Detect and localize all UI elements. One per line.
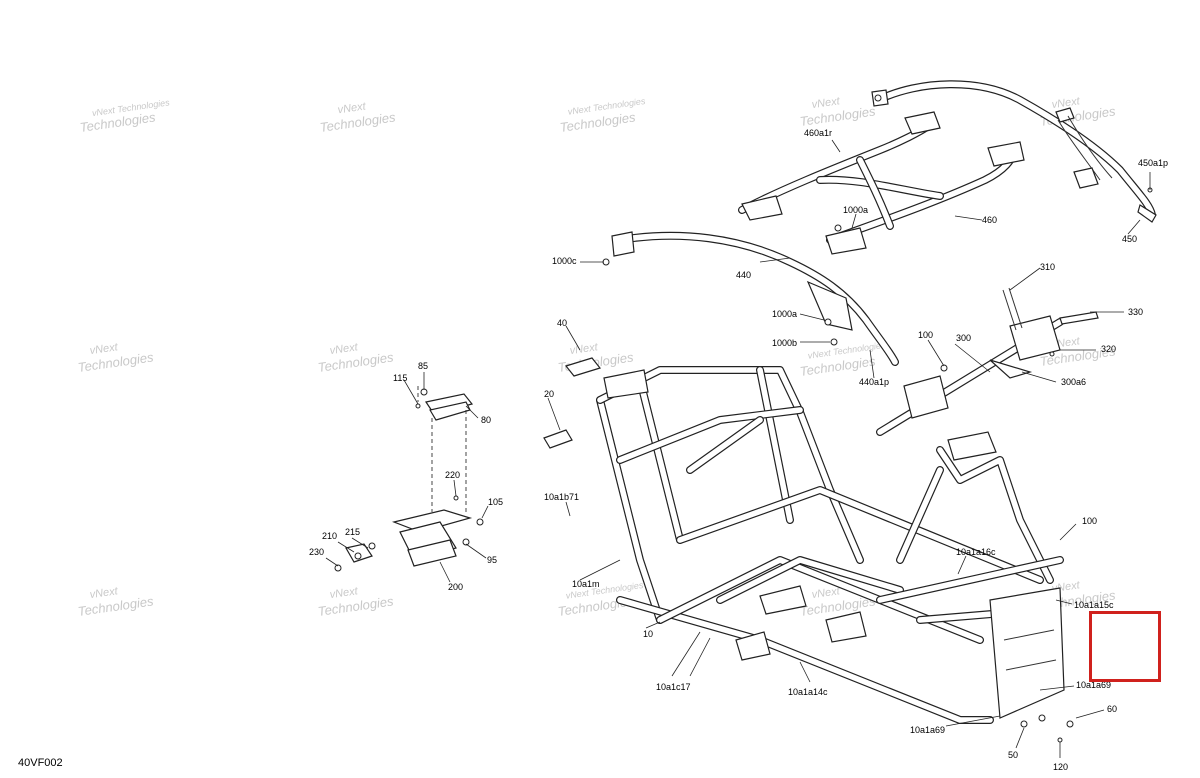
callout-10a1a16c: 10a1a16c — [956, 547, 996, 557]
callout-100-top: 100 — [918, 330, 933, 340]
roof-brace-460 — [738, 111, 1025, 255]
callout-330: 330 — [1128, 307, 1143, 317]
callout-10a1a69-bottom: 10a1a69 — [910, 725, 945, 735]
callout-450: 450 — [1122, 234, 1137, 244]
watermark-text: vNext — [329, 585, 359, 601]
callout-300: 300 — [956, 333, 971, 343]
watermark-text: vNext — [89, 341, 119, 357]
callout-labels: 450a1p 460a1r 1000a 460 450 1000c 440 31… — [309, 128, 1168, 772]
watermark-text: vNext — [811, 95, 841, 111]
watermark-text: vNext — [329, 341, 359, 357]
callout-230: 230 — [309, 547, 324, 557]
callout-1000b: 1000b — [772, 338, 797, 348]
callout-10a1b71: 10a1b71 — [544, 492, 579, 502]
callout-310: 310 — [1040, 262, 1055, 272]
callout-60: 60 — [1107, 704, 1117, 714]
watermark-text: vNext — [337, 100, 367, 116]
callout-200: 200 — [448, 582, 463, 592]
callout-440a1p: 440a1p — [859, 377, 889, 387]
watermark-text: vNext — [569, 341, 599, 357]
callout-300a6: 300a6 — [1061, 377, 1086, 387]
callout-10a1a14c: 10a1a14c — [788, 687, 828, 697]
watermark-text: vNext — [89, 585, 119, 601]
callout-10a1a15c: 10a1a15c — [1074, 600, 1114, 610]
bracket-40 — [564, 357, 602, 377]
callout-1000c: 1000c — [552, 256, 577, 266]
callout-85: 85 — [418, 361, 428, 371]
watermark-text: vNext — [811, 585, 841, 601]
callout-210: 210 — [322, 531, 337, 541]
callout-460: 460 — [982, 215, 997, 225]
callout-10a1m: 10a1m — [572, 579, 600, 589]
callout-20: 20 — [544, 389, 554, 399]
roof-bar-450 — [871, 80, 1157, 223]
callout-120: 120 — [1053, 762, 1068, 772]
callout-100-right: 100 — [1082, 516, 1097, 526]
callout-50: 50 — [1008, 750, 1018, 760]
callout-80: 80 — [481, 415, 491, 425]
mount-200 — [345, 509, 473, 567]
callout-450a1p: 450a1p — [1138, 158, 1168, 168]
callout-320: 320 — [1101, 344, 1116, 354]
assembly-dashed-guides — [417, 386, 467, 512]
bracket-80 — [425, 393, 474, 421]
steering-column-300 — [876, 287, 1099, 436]
callout-1000a: 1000a — [843, 205, 868, 215]
callout-215: 215 — [345, 527, 360, 537]
figure-reference-code: 40VF002 — [18, 757, 63, 769]
callout-10a1c17: 10a1c17 — [656, 682, 691, 692]
callout-460a1r: 460a1r — [804, 128, 832, 138]
watermark-layer: vNext Technologies Technologies vNext Te… — [77, 95, 1117, 619]
callout-115: 115 — [393, 373, 407, 383]
callout-1000a-2: 1000a — [772, 309, 797, 319]
callout-105: 105 — [488, 497, 503, 507]
callout-10a1a69-right: 10a1a69 — [1076, 680, 1111, 690]
callout-10: 10 — [643, 629, 653, 639]
bracket-20 — [543, 429, 573, 449]
fastener-set — [334, 94, 1153, 743]
leader-lines — [325, 139, 1151, 758]
highlight-box — [1089, 611, 1161, 682]
callout-440: 440 — [736, 270, 751, 280]
main-frame-10 — [596, 366, 1065, 724]
roof-bar-440 — [611, 231, 899, 366]
callout-40: 40 — [557, 318, 567, 328]
callout-95: 95 — [487, 555, 497, 565]
callout-220: 220 — [445, 470, 460, 480]
watermark-text: vNext — [1051, 95, 1081, 111]
